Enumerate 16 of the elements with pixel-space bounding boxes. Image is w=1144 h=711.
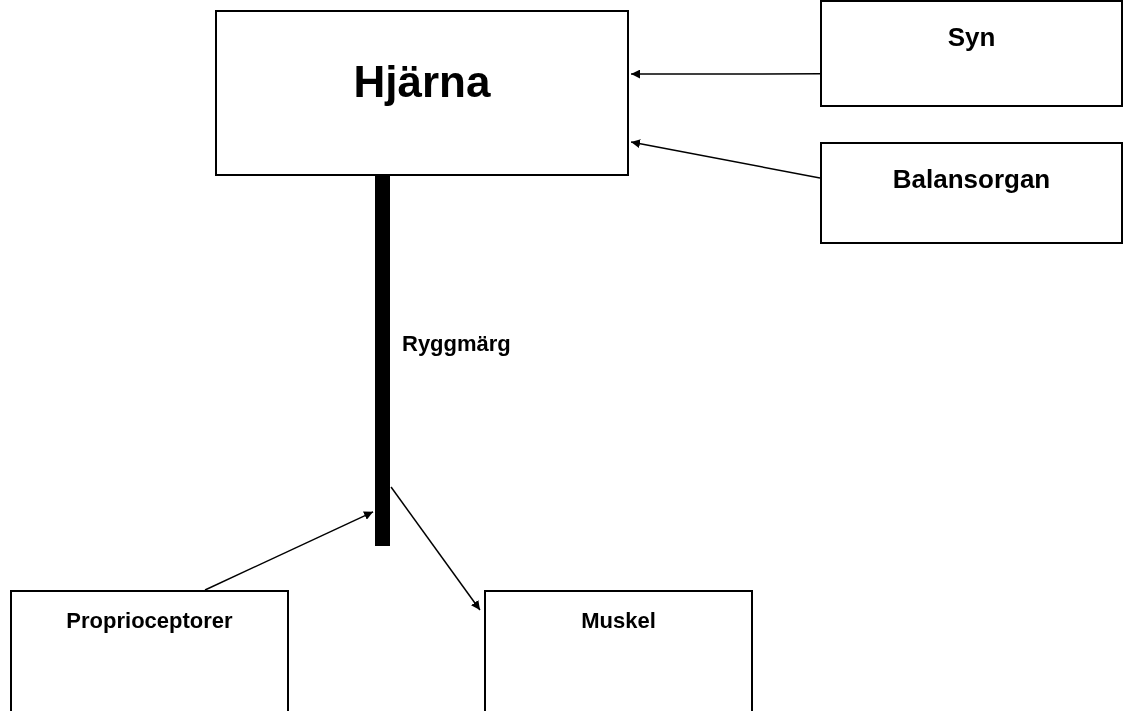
text-box xyxy=(10,590,289,711)
arrow xyxy=(390,486,481,611)
text-box xyxy=(820,142,1123,244)
box-label: Hjärna xyxy=(353,57,491,107)
arrow xyxy=(630,69,821,79)
arrow xyxy=(630,139,821,179)
spinal-cord-bar xyxy=(375,175,390,546)
spinal-cord-label: Ryggmärg xyxy=(402,330,511,357)
text-box xyxy=(820,0,1123,107)
box-label: Proprioceptorer xyxy=(66,608,233,634)
box-label: Balansorgan xyxy=(892,164,1051,195)
arrow xyxy=(204,511,374,591)
box-label: Syn xyxy=(947,22,996,53)
box-label: Muskel xyxy=(581,608,656,634)
text-box xyxy=(215,10,629,176)
text-box xyxy=(484,590,753,711)
